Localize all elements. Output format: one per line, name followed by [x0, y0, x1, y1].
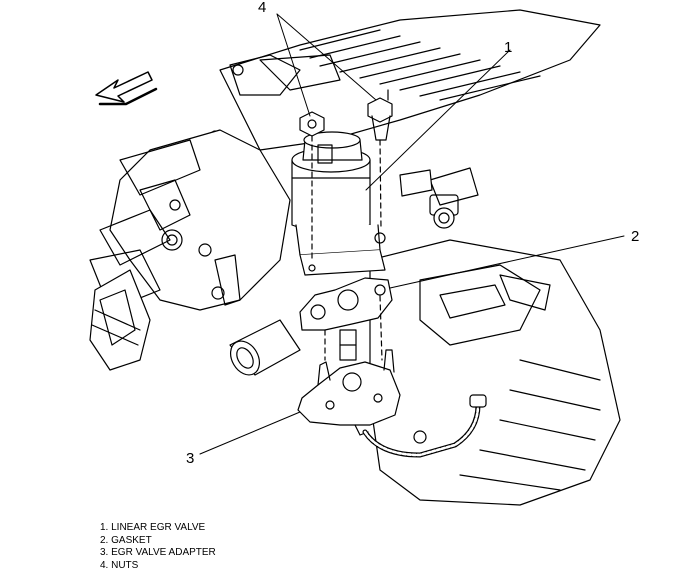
intake-manifold: [210, 9, 601, 151]
coolant-pipe: [229, 319, 301, 376]
legend-item: 4. NUTS: [100, 559, 139, 571]
callout-2: 2: [631, 228, 639, 245]
legend-item: 3. EGR VALVE ADAPTER: [100, 547, 216, 558]
egr-nut-right: [367, 97, 393, 229]
callout-1: 1: [504, 39, 512, 56]
egr-valve-exploded-diagram: 1 2 3 4: [89, 0, 639, 506]
callout-4: 4: [258, 0, 266, 16]
leader-lines: [199, 13, 625, 455]
callout-3: 3: [186, 450, 194, 467]
egr-gasket: [299, 277, 393, 361]
parts-legend: 1. LINEAR EGR VALVE 2. GASKET 3. EGR VAL…: [100, 522, 216, 572]
egr-valve-adapter: [297, 349, 401, 436]
egr-braided-tube: [362, 394, 487, 458]
legend-item: 2. GASKET: [100, 534, 152, 546]
engine-block-right: [369, 167, 621, 506]
egr-nut-left: [299, 111, 325, 261]
egr-adapter-stem: [339, 329, 357, 361]
engine-block-left: [89, 129, 291, 371]
linear-egr-valve: [291, 131, 386, 276]
front-direction-arrow: [95, 71, 158, 106]
legend-item: 1. LINEAR EGR VALVE: [100, 522, 206, 533]
